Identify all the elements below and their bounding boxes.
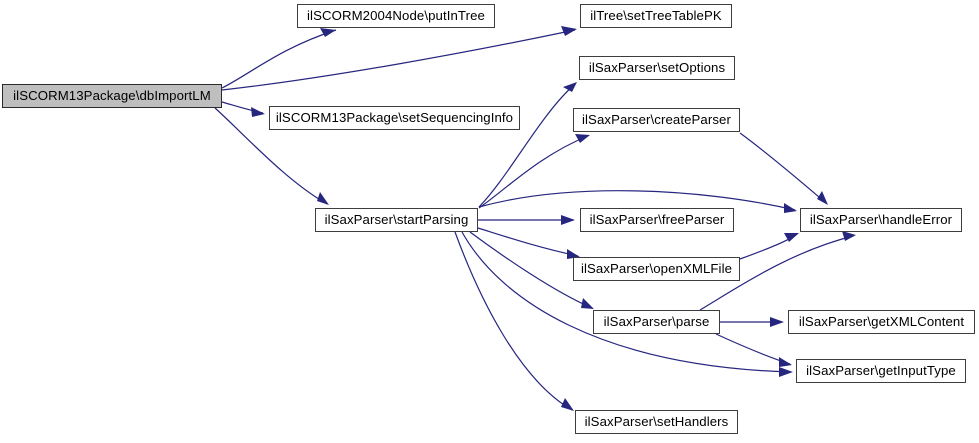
- edge-startParsing-to-handleError: [478, 190, 796, 211]
- node-label-setSequencingInfo: ilSCORM13Package\setSequencingInfo: [275, 110, 514, 126]
- edge-dbImportLM-to-startParsing: [214, 107, 328, 205]
- node-label-startParsing: ilSaxParser\startParsing: [324, 212, 469, 228]
- node-getXMLContent[interactable]: ilSaxParser\getXMLContent: [788, 310, 975, 334]
- arrowhead-parse-to-getXMLContent: [770, 317, 784, 327]
- node-label-freeParser: ilSaxParser\freeParser: [589, 212, 725, 228]
- node-label-parse: ilSaxParser\parse: [603, 314, 710, 330]
- edge-parse-to-getInputType: [715, 333, 791, 365]
- node-createParser[interactable]: ilSaxParser\createParser: [573, 108, 740, 132]
- node-startParsing[interactable]: ilSaxParser\startParsing: [315, 208, 478, 232]
- arrowhead-openXMLFile-to-handleError: [784, 233, 799, 242]
- arrowhead-startParsing-to-openXMLFile: [567, 249, 580, 259]
- node-label-setHandlers: ilSaxParser\setHandlers: [584, 414, 729, 430]
- arrowhead-startParsing-to-setOptions: [563, 82, 577, 92]
- arrowhead-startParsing-to-handleError: [784, 203, 797, 213]
- node-label-getXMLContent: ilSaxParser\getXMLContent: [798, 314, 965, 330]
- edge-startParsing-to-createParser: [478, 135, 589, 209]
- arrowhead-startParsing-to-parse: [581, 298, 594, 309]
- arrowhead-dbImportLM-to-putInTree: [320, 28, 336, 37]
- edge-startParsing-to-setOptions: [478, 83, 576, 208]
- edge-startParsing-to-setHandlers: [454, 231, 573, 411]
- node-label-handleError: ilSaxParser\handleError: [809, 212, 953, 228]
- arrowhead-dbImportLM-to-startParsing: [317, 192, 329, 205]
- node-setHandlers[interactable]: ilSaxParser\setHandlers: [575, 410, 738, 434]
- edge-startParsing-to-openXMLFile: [477, 227, 579, 257]
- arrowhead-startParsing-to-getInputType: [779, 367, 793, 377]
- edge-startParsing-to-parse: [469, 231, 593, 309]
- edge-createParser-to-handleError: [739, 132, 827, 204]
- node-label-openXMLFile: ilSaxParser\openXMLFile: [580, 261, 733, 277]
- node-label-getInputType: ilSaxParser\getInputType: [806, 363, 956, 379]
- node-label-setTreeTablePK: ilTree\setTreeTablePK: [590, 8, 722, 24]
- node-freeParser[interactable]: ilSaxParser\freeParser: [580, 208, 734, 232]
- node-setOptions[interactable]: ilSaxParser\setOptions: [579, 56, 735, 80]
- arrowhead-startParsing-to-createParser: [575, 134, 590, 143]
- node-putInTree[interactable]: ilSCORM2004Node\putInTree: [297, 4, 495, 28]
- node-getInputType[interactable]: ilSaxParser\getInputType: [796, 359, 966, 383]
- node-dbImportLM[interactable]: ilSCORM13Package\dbImportLM: [2, 84, 222, 108]
- node-label-dbImportLM: ilSCORM13Package\dbImportLM: [13, 88, 211, 104]
- arrowhead-startParsing-to-freeParser: [561, 215, 575, 225]
- node-label-putInTree: ilSCORM2004Node\putInTree: [307, 8, 485, 24]
- arrowhead-startParsing-to-setHandlers: [561, 398, 574, 411]
- node-setSequencingInfo[interactable]: ilSCORM13Package\setSequencingInfo: [269, 106, 520, 130]
- arrowhead-parse-to-handleError: [842, 231, 856, 241]
- edge-parse-to-handleError: [699, 235, 854, 311]
- arrowhead-createParser-to-handleError: [817, 191, 828, 205]
- node-setTreeTablePK[interactable]: ilTree\setTreeTablePK: [580, 4, 732, 28]
- arrowhead-dbImportLM-to-setSequencingInfo: [251, 107, 265, 117]
- node-label-createParser: ilSaxParser\createParser: [582, 112, 731, 128]
- edge-startParsing-to-getInputType: [461, 231, 791, 373]
- node-openXMLFile[interactable]: ilSaxParser\openXMLFile: [573, 257, 740, 281]
- edges-group: [214, 26, 856, 411]
- arrowhead-parse-to-getInputType: [779, 357, 792, 367]
- node-label-setOptions: ilSaxParser\setOptions: [588, 60, 726, 76]
- edge-dbImportLM-to-setTreeTablePK: [221, 29, 576, 91]
- edge-dbImportLM-to-putInTree: [221, 29, 337, 89]
- node-handleError[interactable]: ilSaxParser\handleError: [800, 208, 962, 232]
- node-parse[interactable]: ilSaxParser\parse: [593, 310, 720, 334]
- arrowhead-dbImportLM-to-setTreeTablePK: [561, 26, 577, 36]
